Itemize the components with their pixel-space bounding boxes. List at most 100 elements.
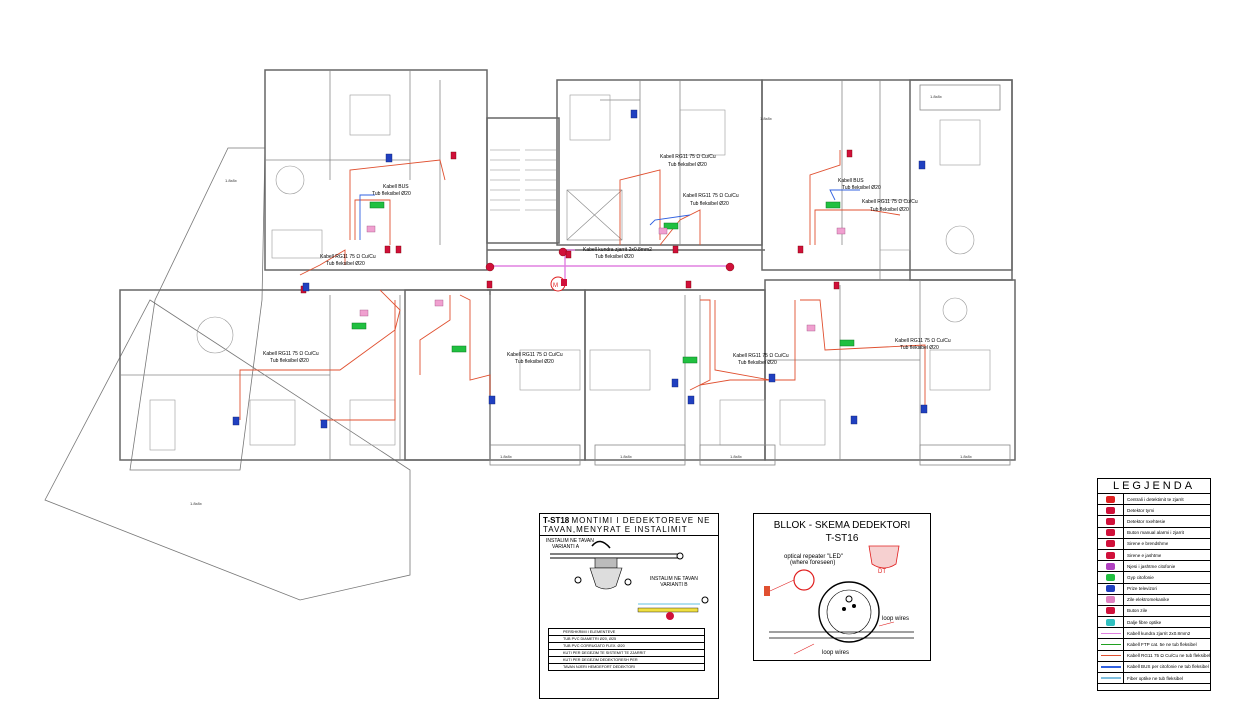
- cable-note: Kabell kundra zjarrit 2x0.8mm2: [583, 247, 652, 253]
- cable-note: Tub fleksibel Ø20: [668, 162, 707, 168]
- variant-b-label: INSTALIM NE TAVAN VARIANTI B: [650, 576, 698, 588]
- tv-sockets: [232, 109, 928, 429]
- line-fire-icon: [1098, 628, 1124, 639]
- legend-label: Fiber optike ne tub fleksibel: [1127, 675, 1183, 681]
- line-bus-icon: [1098, 661, 1124, 672]
- balconies: [489, 84, 1011, 466]
- element-table-head: PERSHKRIMI I ELEMENTEVE: [549, 629, 704, 636]
- legend-item: Dalje fibre optike: [1098, 617, 1210, 629]
- intercom-handset-icon: [1098, 572, 1124, 583]
- cable-note: Tub fleksibel Ø20: [738, 360, 777, 366]
- legend-item: Zile elektromekanike: [1098, 594, 1210, 606]
- legend-label: Kabell FTP cat. 5e ne tub fleksibel: [1127, 642, 1197, 648]
- detail-title: MONTIMI I DEDEKTOREVE NE TAVAN,MENYRAT E…: [543, 516, 711, 534]
- element-table-row: KUTI PER DEGEZIM TE SISTEMIT TE ZJARRIT: [549, 650, 704, 657]
- heat-detector-icon: [1098, 516, 1124, 527]
- element-table-row: TUB PVC CORRUGATO FLEX. Ø20: [549, 643, 704, 650]
- legend-title: LEGJENDA: [1098, 479, 1210, 494]
- legend-label: Kabell RG11 75 Ω Cu/Cu ne tub fleksibel: [1127, 653, 1210, 659]
- legend-label: Gyp citofonie: [1127, 574, 1154, 580]
- fiber-box-icon: [1098, 617, 1124, 628]
- area-label: 1.8x8x: [620, 454, 632, 459]
- cable-note: Kabell RG11 75 Ω Cu/Cu: [507, 352, 563, 358]
- fire-panel: M: [550, 276, 567, 292]
- rg11-cable-runs: [239, 150, 926, 421]
- repeater-line2: (where foreseen): [790, 560, 836, 566]
- line-ftp-icon: [1098, 639, 1124, 650]
- legend-label: Njesi i jashtme citofonie: [1127, 563, 1176, 569]
- detail-t-st16: BLLOK - SKEMA DEDEKTORI T-ST16 optical r…: [753, 513, 931, 661]
- line-fiber-icon: [1098, 673, 1124, 684]
- indoor-siren-icon: [1098, 538, 1124, 549]
- cable-note: Tub fleksibel Ø20: [842, 185, 881, 191]
- loop-wires-label: loop wires: [882, 616, 910, 622]
- legend-label: Dalje fibre optike: [1127, 619, 1162, 625]
- legend-label: Zile elektromekanike: [1127, 597, 1170, 603]
- legend-item: Buton zile: [1098, 605, 1210, 618]
- element-table: PERSHKRIMI I ELEMENTEVE TUB PVC DIAMETRI…: [548, 628, 705, 671]
- legend-label: Buton zile: [1127, 608, 1148, 614]
- cable-notes: Kabell BUS Tub fleksibel Ø20 Kabell RG11…: [263, 154, 951, 366]
- line-rg11-icon: [1098, 650, 1124, 661]
- legend-item: Buton manual alarmi i zjarrit: [1098, 527, 1210, 539]
- detail-code: T-ST18: [543, 516, 570, 525]
- detector-block-drawing: [764, 545, 914, 655]
- legend-label: Sirene e brendshme: [1127, 541, 1169, 547]
- fire-panel-icon: [1098, 494, 1124, 505]
- cable-note: Tub fleksibel Ø20: [270, 358, 309, 364]
- cable-note: Tub fleksibel Ø20: [372, 191, 411, 197]
- legend-item: Fiber optike ne tub fleksibel: [1098, 673, 1210, 685]
- cable-note: Tub fleksibel Ø20: [900, 345, 939, 351]
- legend-label: Kabell kundra zjarrit 2x0.8mm2: [1127, 630, 1191, 636]
- outdoor-siren-icon: [1098, 549, 1124, 561]
- cable-note: Tub fleksibel Ø20: [690, 201, 729, 207]
- furniture: [149, 94, 991, 451]
- legend-item: Njesi i jashtme citofonie: [1098, 561, 1210, 573]
- repeater-line1: optical repeater "LED": [784, 554, 843, 560]
- legend: LEGJENDA Centrali i detektimit te zjarri…: [1097, 478, 1211, 691]
- variant-b-line2: VARIANTI B: [660, 582, 688, 588]
- repeater-label: optical repeater "LED" (where foreseen): [784, 554, 843, 566]
- legend-label: Detektor nxehtesie: [1127, 518, 1166, 524]
- legend-item: Sirene e jashtme: [1098, 549, 1210, 562]
- element-table-row: TUB PVC DIAMETRI Ø20, Ø25: [549, 636, 704, 643]
- legend-item: Gyp citofonie: [1098, 572, 1210, 584]
- loop-wires-label: loop wires: [822, 650, 850, 656]
- variant-a-label: INSTALIM NE TAVAN VARIANTI A: [546, 538, 594, 550]
- legend-item: Detektor tymi: [1098, 505, 1210, 517]
- variant-b-line1: INSTALIM NE TAVAN: [650, 576, 698, 582]
- legend-label: Centrali i detektimit te zjarrit: [1127, 496, 1184, 502]
- area-label: 1.8x8x: [225, 178, 237, 183]
- manual-call-point-icon: [1098, 527, 1124, 538]
- legend-item: Kabell kundra zjarrit 2x0.8mm2: [1098, 628, 1210, 640]
- stairwell: [490, 149, 623, 241]
- detail-code: T-ST16: [825, 533, 859, 544]
- door-bells: [359, 225, 846, 332]
- legend-item: Kabell RG11 75 Ω Cu/Cu ne tub fleksibel: [1098, 650, 1210, 662]
- legend-item: Kabell BUS per citofonie ne tub fleksibe…: [1098, 661, 1210, 673]
- legend-item: Prize televizori: [1098, 583, 1210, 595]
- detail-title: BLLOK - SKEMA DEDEKTORI: [773, 520, 911, 531]
- element-table-row: TAVAN NJERI HEMDEFORT DEDEKTORI: [563, 665, 635, 669]
- detector-tag: DT: [878, 569, 886, 575]
- bus-cable-runs: [359, 189, 860, 240]
- area-label: 1.8x8x: [930, 94, 942, 99]
- cable-note: Kabell RG11 75 Ω Cu/Cu: [683, 193, 739, 199]
- detail-header: T-ST18 MONTIMI I DEDEKTOREVE NE TAVAN,ME…: [540, 514, 718, 536]
- door-bell-icon: [1098, 594, 1124, 605]
- area-label: 1.8x8x: [730, 454, 742, 459]
- cable-note: Kabell BUS: [383, 184, 409, 190]
- svg-text:M: M: [553, 283, 558, 289]
- intercom-devices: [351, 201, 855, 364]
- smoke-detector-icon: [1098, 505, 1124, 516]
- cable-note: Kabell RG11 75 Ω Cu/Cu: [660, 154, 716, 160]
- legend-item: Centrali i detektimit te zjarrit: [1098, 494, 1210, 506]
- interior-walls: [120, 70, 921, 460]
- cable-note: Tub fleksibel Ø20: [326, 261, 365, 267]
- intercom-outdoor-icon: [1098, 561, 1124, 572]
- area-label: 1.8x8x: [500, 454, 512, 459]
- detail-t-st18: T-ST18 MONTIMI I DEDEKTOREVE NE TAVAN,ME…: [539, 513, 719, 699]
- legend-item: Kabell FTP cat. 5e ne tub fleksibel: [1098, 639, 1210, 651]
